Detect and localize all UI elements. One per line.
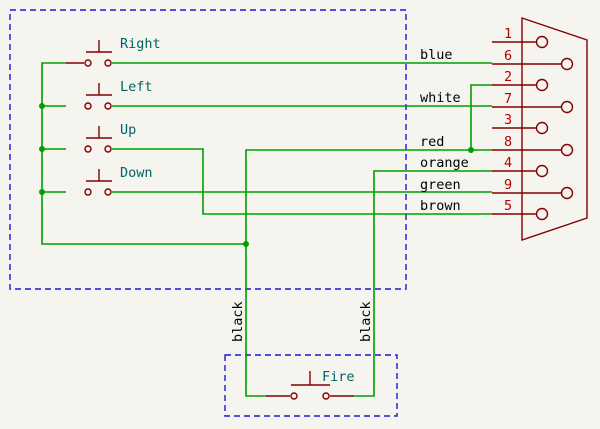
switch-fire: Fire	[266, 369, 355, 400]
connector-pin-numbers: 1 6 2 7 3 8 4 9 5	[504, 26, 512, 214]
pin-circle-5	[535, 207, 549, 221]
connector-pin-leads	[492, 41, 561, 215]
pin-circle-4	[535, 164, 549, 178]
net-label-orange: orange	[420, 155, 469, 171]
wire-orange	[354, 170, 492, 397]
pin-circle-7	[560, 100, 574, 114]
wire-brown	[112, 148, 492, 215]
net-labels: blue white red orange green brown black …	[230, 47, 469, 342]
fire-switch-group-box	[224, 354, 398, 417]
pin-number-6: 6	[504, 48, 512, 64]
common-rail-wire	[41, 62, 246, 245]
switch-label-down: Down	[120, 165, 153, 181]
junction-dots	[39, 103, 474, 247]
pin-number-5: 5	[504, 198, 512, 214]
pin-number-3: 3	[504, 112, 512, 128]
pin-circle-9	[560, 186, 574, 200]
pin-number-8: 8	[504, 134, 512, 150]
pin-circle-1	[535, 35, 549, 49]
net-label-blue: blue	[420, 47, 453, 63]
net-label-red: red	[420, 134, 444, 150]
net-label-black-right: black	[358, 301, 374, 342]
switch-label-left: Left	[120, 79, 153, 95]
wire-red	[245, 149, 492, 397]
net-label-white: white	[420, 90, 461, 106]
switch-right: Right	[66, 36, 161, 67]
switch-up: Up	[84, 122, 136, 153]
net-label-green: green	[420, 177, 461, 193]
pin-number-7: 7	[504, 91, 512, 107]
pin-circle-6	[560, 57, 574, 71]
pin-number-9: 9	[504, 177, 512, 193]
switch-down: Down	[84, 165, 153, 196]
pin-circle-2	[535, 78, 549, 92]
pin-circle-8	[560, 143, 574, 157]
pin-number-4: 4	[504, 155, 512, 171]
switch-left: Left	[84, 79, 153, 110]
pin-number-1: 1	[504, 26, 512, 42]
db9-connector-shell	[521, 17, 588, 241]
switch-label-right: Right	[120, 36, 161, 52]
switch-label-up: Up	[120, 122, 136, 138]
wires	[41, 62, 492, 397]
net-label-brown: brown	[420, 198, 461, 214]
db9-connector: 1 6 2 7 3 8 4 9 5	[492, 17, 588, 241]
wire-pin2-bridge	[470, 84, 492, 150]
net-label-black-left: black	[230, 301, 246, 342]
connector-pin-circles	[535, 35, 574, 221]
switch-label-fire: Fire	[322, 369, 355, 385]
pin-number-2: 2	[504, 69, 512, 85]
pin-circle-3	[535, 121, 549, 135]
